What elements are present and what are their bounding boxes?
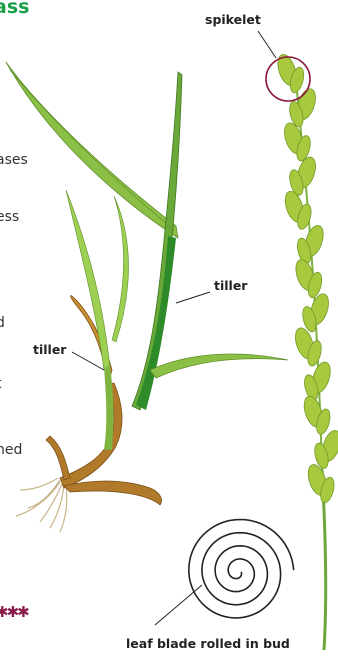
leaf-bud-label: leaf blade rolled in bud <box>126 636 290 651</box>
left-tiller-stem <box>104 366 113 450</box>
body-text-fragment: ases <box>0 150 28 170</box>
spikelet-leader-line <box>258 31 276 58</box>
body-text-fragment: ess <box>0 207 19 227</box>
spikelet-label: spikelet <box>205 12 261 27</box>
right-leaf <box>150 354 288 378</box>
roots <box>16 478 67 532</box>
body-text-fragment: t <box>0 374 2 394</box>
leaf-roll-spiral <box>189 520 294 618</box>
left-blade-2 <box>112 196 129 342</box>
tiller-label-right: tiller <box>214 278 247 293</box>
tiller-label-left: tiller <box>33 342 66 357</box>
left-blade-1 <box>66 190 110 370</box>
tiller-left-leader <box>72 352 104 370</box>
rating-stars: ✱✱✱ <box>0 603 28 621</box>
page-title: ass <box>0 0 29 18</box>
body-text-fragment: d <box>0 313 5 333</box>
body-text-fragment: hed <box>0 440 22 460</box>
spike-ear <box>274 52 338 504</box>
leaf-bud-leader <box>155 585 202 625</box>
tiller-right-leader <box>176 292 210 303</box>
